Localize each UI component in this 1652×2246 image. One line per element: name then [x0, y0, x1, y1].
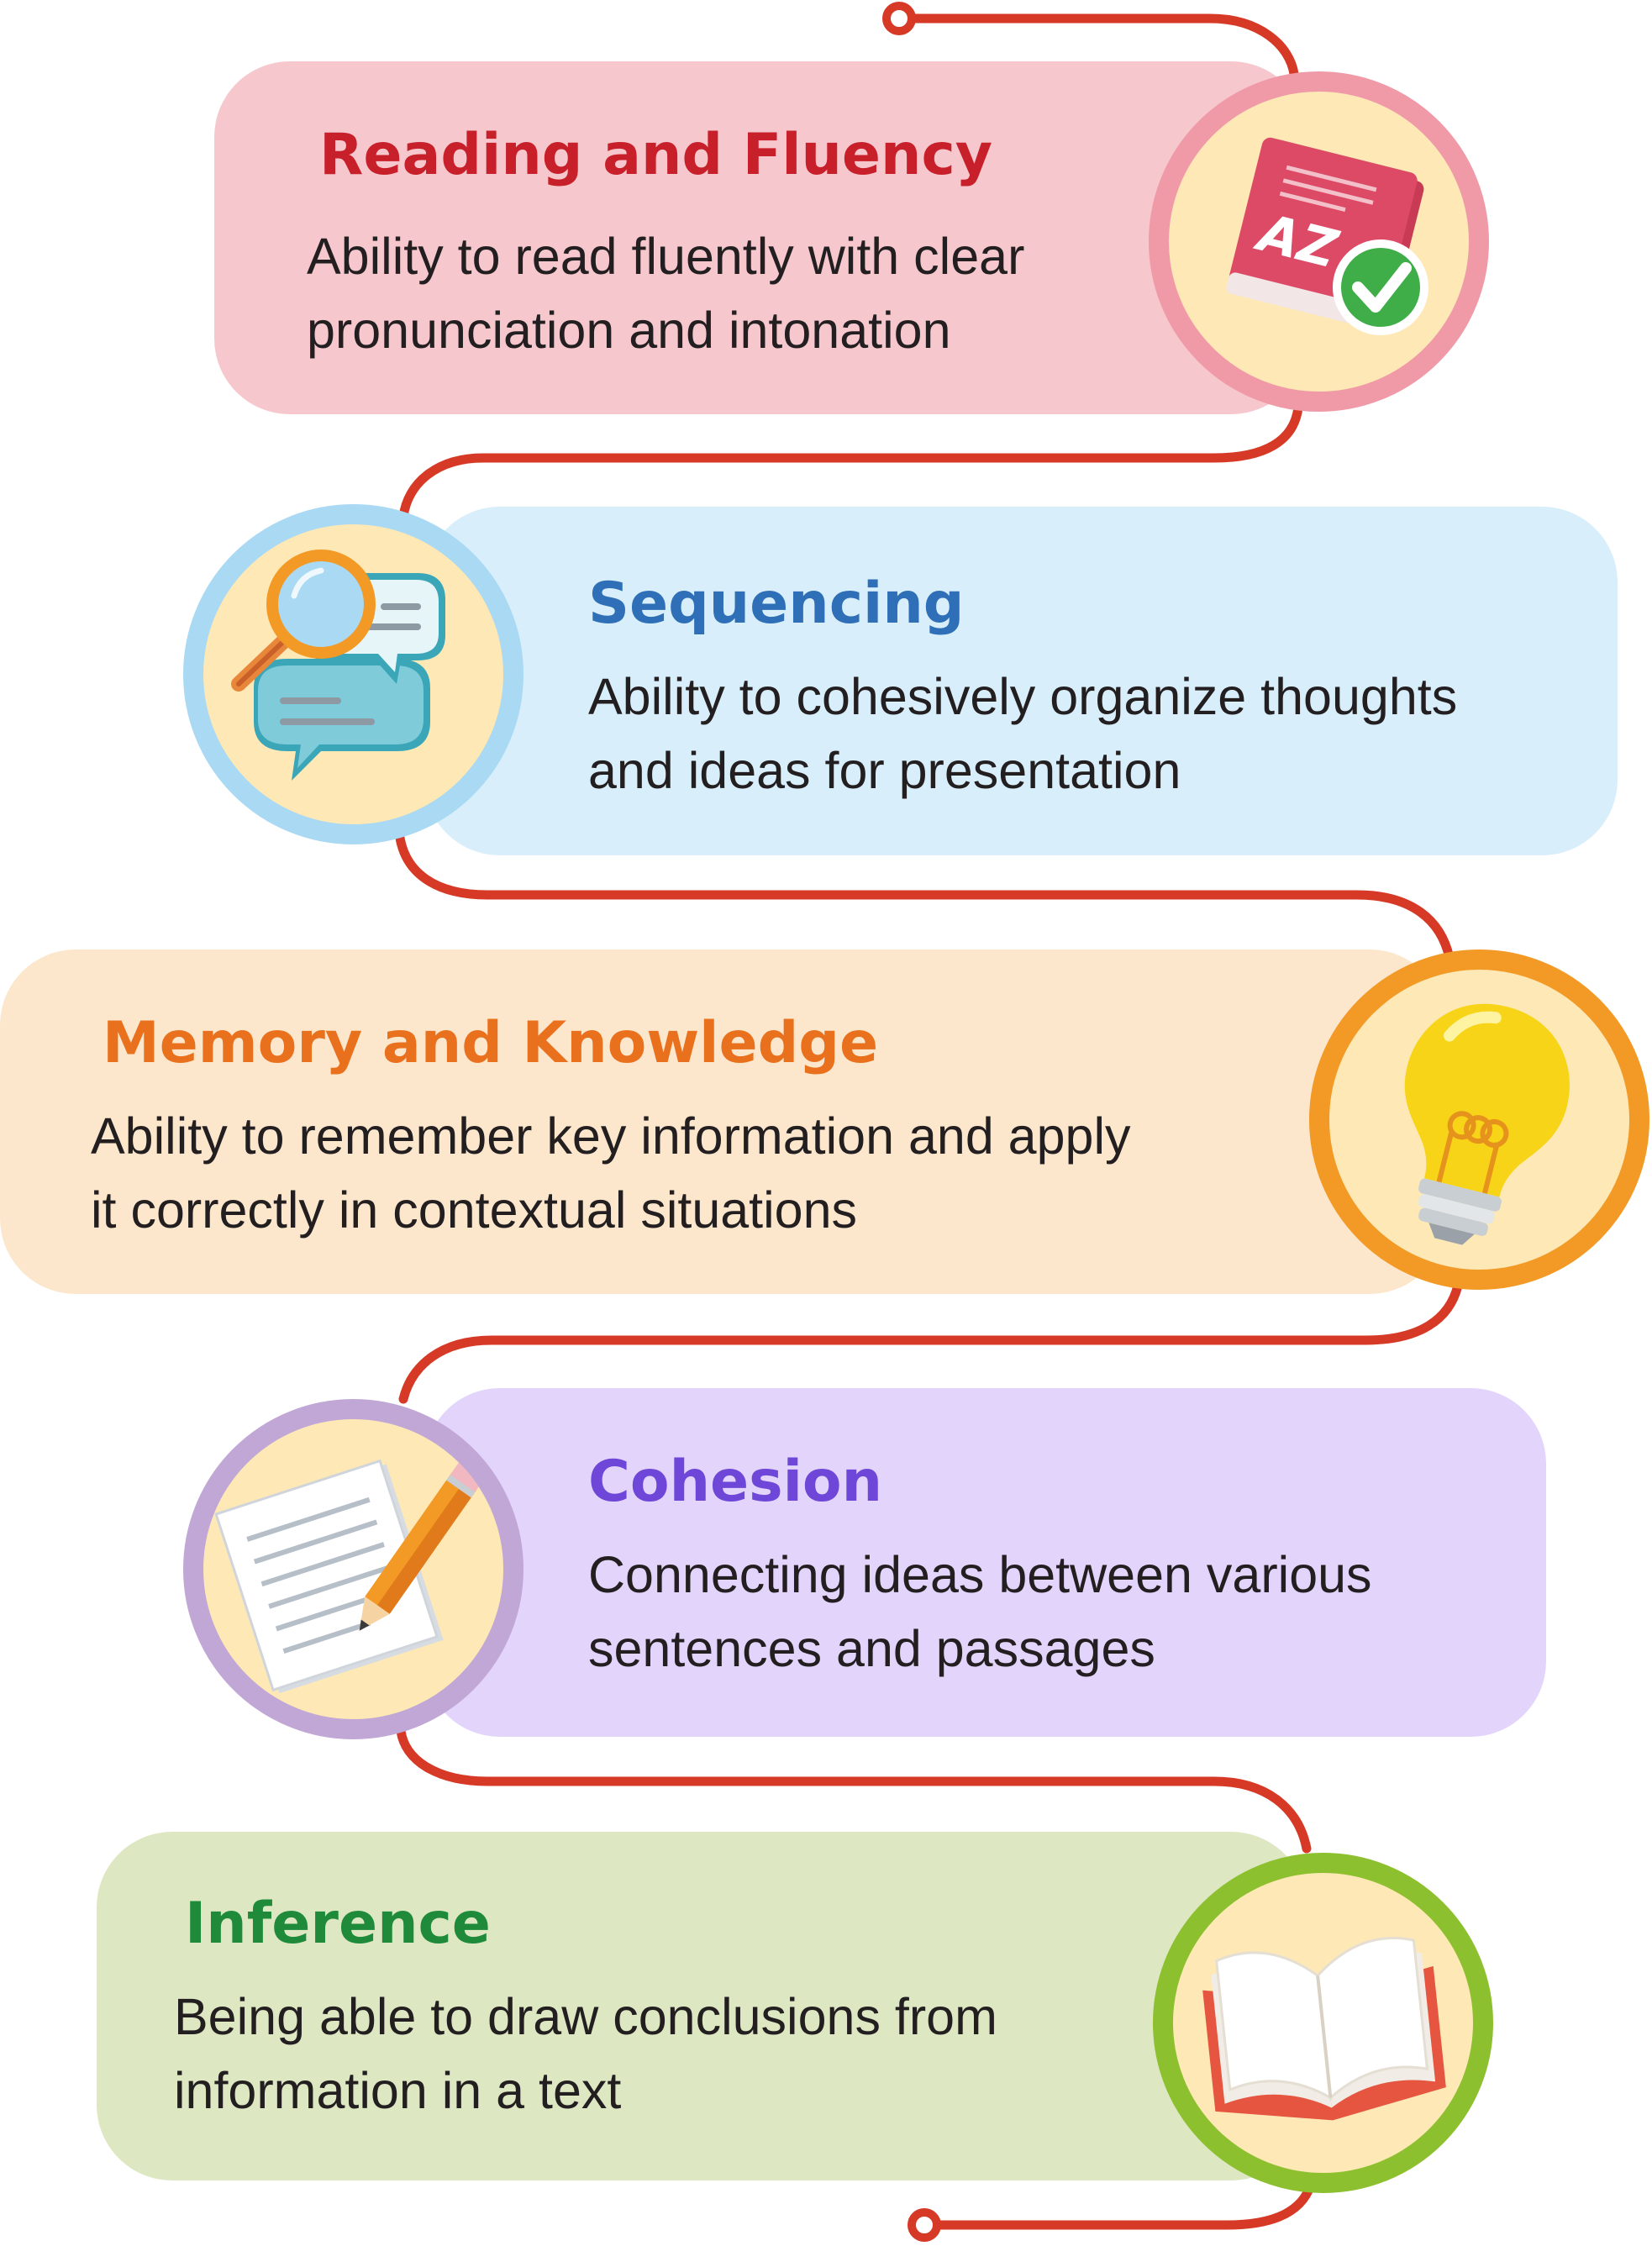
card-description: Connecting ideas between various sentenc…: [588, 1546, 1372, 1677]
lightbulb-icon: [1404, 1003, 1570, 1245]
open-book-icon: [1202, 1937, 1446, 2121]
connector-end-dot: [908, 2208, 941, 2242]
magnifier-chat-icon: [231, 550, 445, 781]
connector-start-dot: [882, 2, 916, 35]
card-description: Ability to read fluently with clear pron…: [307, 228, 1025, 359]
badge-sequencing: [183, 504, 523, 844]
card-reading-fluency: Reading and Fluency Ability to read flue…: [214, 61, 1307, 414]
paper-pencil-icon: [214, 1459, 484, 1694]
card-title: Reading and Fluency: [319, 122, 993, 188]
badge-inference: [1153, 1853, 1493, 2193]
badge-memory-knowledge: [1309, 949, 1649, 1290]
card-memory-knowledge: Memory and Knowledge Ability to remember…: [0, 949, 1445, 1294]
card-cohesion: Cohesion Connecting ideas between variou…: [424, 1388, 1546, 1737]
card-title: Memory and Knowledge: [103, 1010, 879, 1076]
card-description: Ability to remember key information and …: [91, 1107, 1131, 1239]
card-title: Inference: [185, 1891, 491, 1957]
book-az-checkmark-icon: AZ: [1226, 137, 1428, 335]
card-description: Being able to draw conclusions from info…: [174, 1988, 997, 2119]
card-title: Sequencing: [588, 571, 965, 637]
badge-cohesion: [183, 1399, 523, 1739]
card-title: Cohesion: [588, 1449, 883, 1515]
badge-reading-fluency: AZ: [1149, 71, 1489, 412]
card-sequencing: Sequencing Ability to cohesively organiz…: [424, 507, 1618, 855]
card-description: Ability to cohesively organize thoughts …: [588, 668, 1458, 799]
card-inference: Inference Being able to draw conclusions…: [97, 1832, 1307, 2180]
